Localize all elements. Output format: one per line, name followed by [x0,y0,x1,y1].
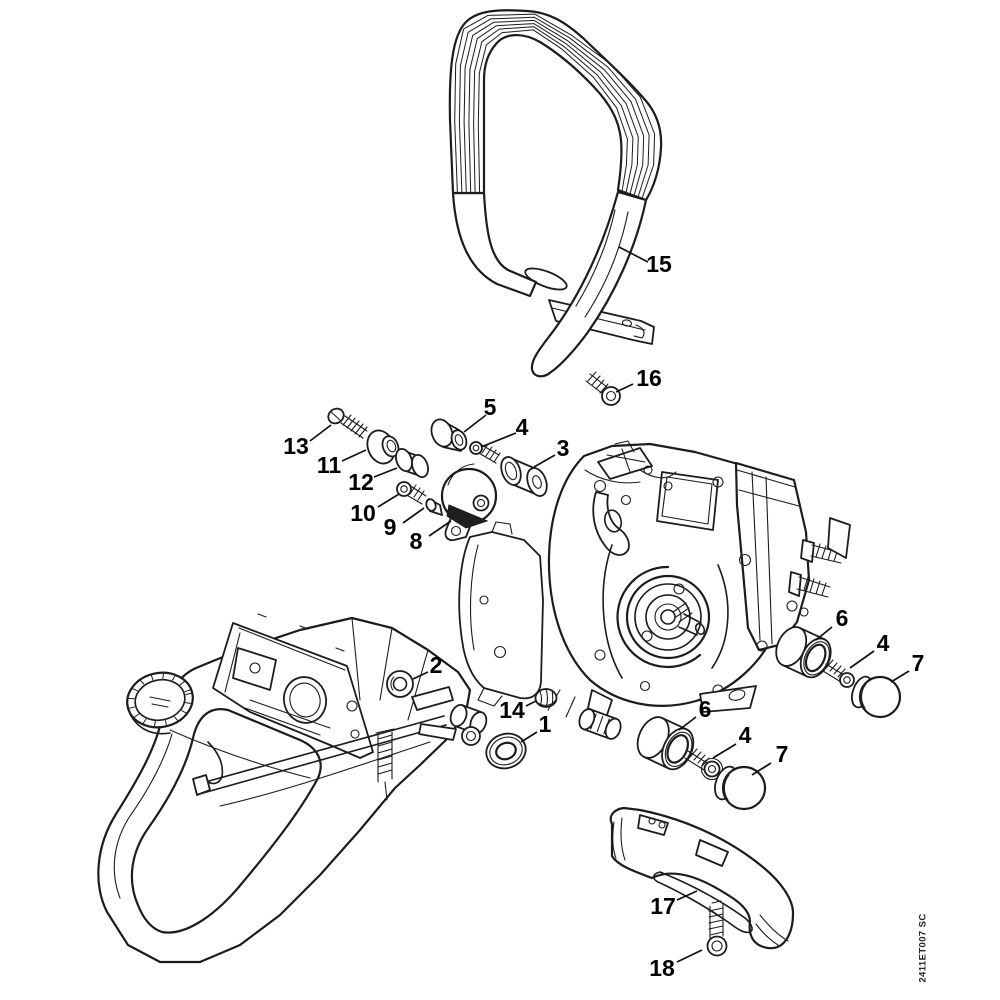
part-6-buffer-upper [775,626,832,679]
callout-label: 10 [350,500,376,526]
callout-leader-line [678,716,697,731]
callout-label: 17 [650,893,676,919]
callout-leader-line [412,671,429,680]
part-13-screw [327,407,368,439]
callout-label: 7 [776,741,789,767]
spring [375,728,395,801]
fuel-cap [126,671,194,735]
callout-label: 7 [912,650,925,676]
callout-label: 12 [348,469,374,495]
callout-label: 3 [557,435,570,461]
part-17-handle-molding [609,806,795,950]
part-1-ring [485,732,527,770]
callout-leader-line [480,432,517,448]
tank-housing-assembly [97,613,488,964]
callout-leader-line [428,520,452,537]
callout-label: 4 [739,722,752,748]
part-4-screw-upper [469,441,501,464]
part-2-ring [386,670,414,698]
part-10-screw [396,481,427,505]
callout-leader-line [815,626,833,641]
callout-label: 14 [499,697,525,723]
plate-code-text: 2411ET007 SC [917,913,929,983]
callout-label: 6 [836,605,849,631]
callout-leader-line [712,743,737,759]
callout-leader-line [676,949,703,963]
part-4-screw-upper-right [822,659,855,688]
callout-leader-line [373,467,398,478]
part-8-av-mount [440,463,498,542]
callout-label: 9 [384,514,397,540]
callout-leader-line [525,700,537,707]
part-7-cap-upper [851,675,902,719]
callout-leader-line [751,762,772,776]
callout-label: 1 [539,711,552,737]
callout-leader-line [533,454,556,468]
hinge-bracket [411,686,488,746]
callout-label: 11 [317,452,342,478]
callout-label: 18 [649,955,675,981]
callout-leader-line [615,383,634,393]
callout-label: 4 [516,414,529,440]
grip-rib-texture [454,13,656,199]
part-3-annular-buffer [500,456,548,497]
callout-leader-line [890,670,910,683]
part-9-bolt [425,498,443,516]
callout-leader-line [377,493,400,508]
callout-label: 8 [410,528,423,554]
callout-leader-line [520,731,538,743]
part-14-plug [534,688,558,708]
part-11-washer [366,429,400,465]
part-7-cap-lower [714,765,767,811]
callout-leader-line [309,424,332,442]
part-15-handle-bar [448,9,663,378]
callout-leader-line [402,507,425,524]
part-12-bushing [395,447,429,479]
callout-label: 2 [430,652,443,678]
part-4-screw-lower [684,748,724,781]
callout-label: 15 [646,251,672,277]
callout-label: 16 [636,365,662,391]
part-16-screw [585,371,621,406]
callout-label: 4 [877,630,890,656]
callout-label: 13 [283,433,309,459]
callout-leader-line [463,414,487,433]
callout-leader-line [341,449,367,462]
part-18-screw [706,900,728,957]
part-6-buffer-lower [636,716,695,771]
callout-label: 5 [484,394,497,420]
engine-crankcase-assembly [458,440,851,740]
callout-leader-line [618,246,649,263]
part-5-flanged-bushing [430,418,468,452]
callout-label: 6 [699,696,712,722]
carb-compartment [212,613,374,759]
callout-leader-line [849,650,875,669]
callout-leader-line [676,890,698,901]
